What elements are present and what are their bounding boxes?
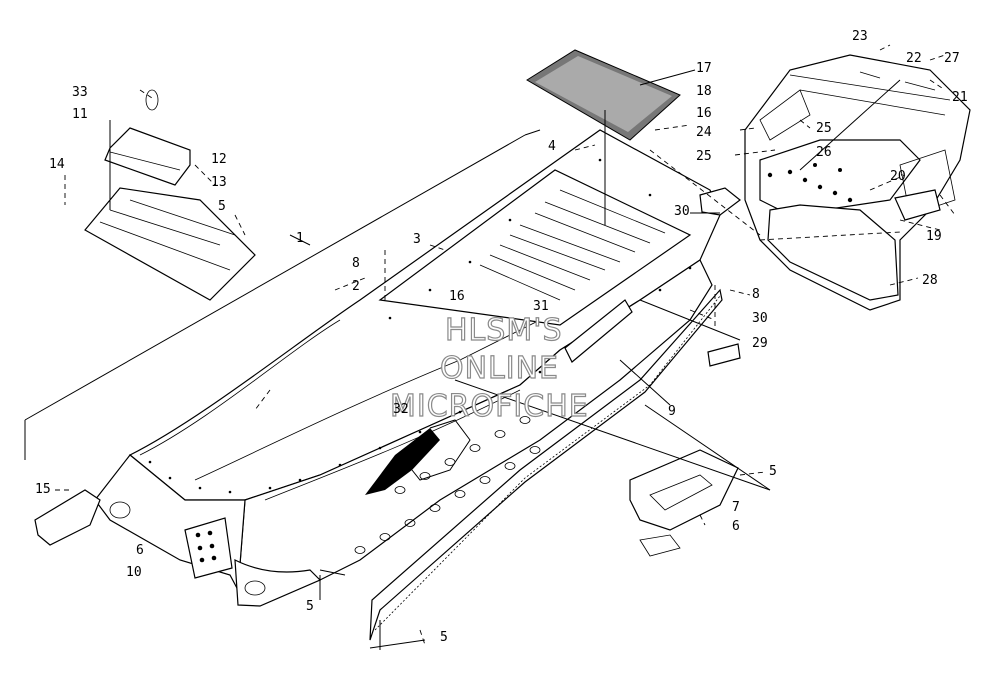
callout-30a: 30 [674,204,690,219]
seat-pad [526,49,681,141]
callout-25a: 25 [816,121,832,136]
callout-20: 20 [890,169,906,184]
callout-4: 4 [548,139,556,154]
leader-lines [24,44,956,650]
logo-decal [564,299,633,363]
callout-5a: 5 [218,199,226,214]
callout-8a: 8 [352,256,360,271]
watermark-line-1: HLSM'S [445,313,563,348]
callout-8b: 8 [752,287,760,302]
callout-6a: 6 [136,543,144,558]
callout-16a: 16 [449,289,465,304]
callout-33: 33 [72,85,88,100]
callout-27: 27 [944,51,960,66]
callout-14: 14 [49,157,65,172]
callout-25b: 25 [696,149,712,164]
mount-bracket [184,517,233,579]
callout-1: 1 [296,231,304,246]
callout-9: 9 [668,404,676,419]
callout-5c: 5 [440,630,448,645]
callout-19: 19 [926,229,942,244]
callout-18: 18 [696,84,712,99]
callout-15: 15 [35,482,51,497]
watermark-line-2: ONLINE [440,351,559,386]
callout-13: 13 [211,175,227,190]
callout-10: 10 [126,565,142,580]
callout-31: 31 [533,299,549,314]
callout-labels: 1 2 3 4 5 5 5 5 6 6 7 8 8 9 10 11 12 13 … [35,29,968,645]
callout-17: 17 [696,61,712,76]
callout-30b: 30 [752,311,768,326]
callout-23: 23 [852,29,868,44]
callout-2: 2 [352,279,360,294]
callout-12: 12 [211,152,227,167]
callout-22: 22 [906,51,922,66]
rear-bumper-assembly [744,54,971,311]
hinge-bracket [699,187,741,216]
decal-plate [707,343,741,367]
callout-5d: 5 [769,464,777,479]
callout-28: 28 [922,273,938,288]
mud-flap [34,489,101,546]
callout-21: 21 [952,90,968,105]
callout-24: 24 [696,125,712,140]
callout-16b: 16 [696,106,712,121]
tunnel-assembly [94,129,721,607]
callout-5b: 5 [306,599,314,614]
callout-7: 7 [732,500,740,515]
storage-tray-assembly [84,89,256,301]
callout-32: 32 [393,402,409,417]
callout-11: 11 [72,107,88,122]
side-rail [369,288,723,641]
callout-3: 3 [413,232,421,247]
callout-6b: 6 [732,519,740,534]
watermark: HLSM'S ONLINE MICROFICHE [389,312,589,424]
foot-rest [629,449,739,557]
watermark-line-3: MICROFICHE [390,389,589,424]
cutaway-view [365,428,440,495]
callout-29: 29 [752,336,768,351]
callout-26: 26 [816,145,832,160]
